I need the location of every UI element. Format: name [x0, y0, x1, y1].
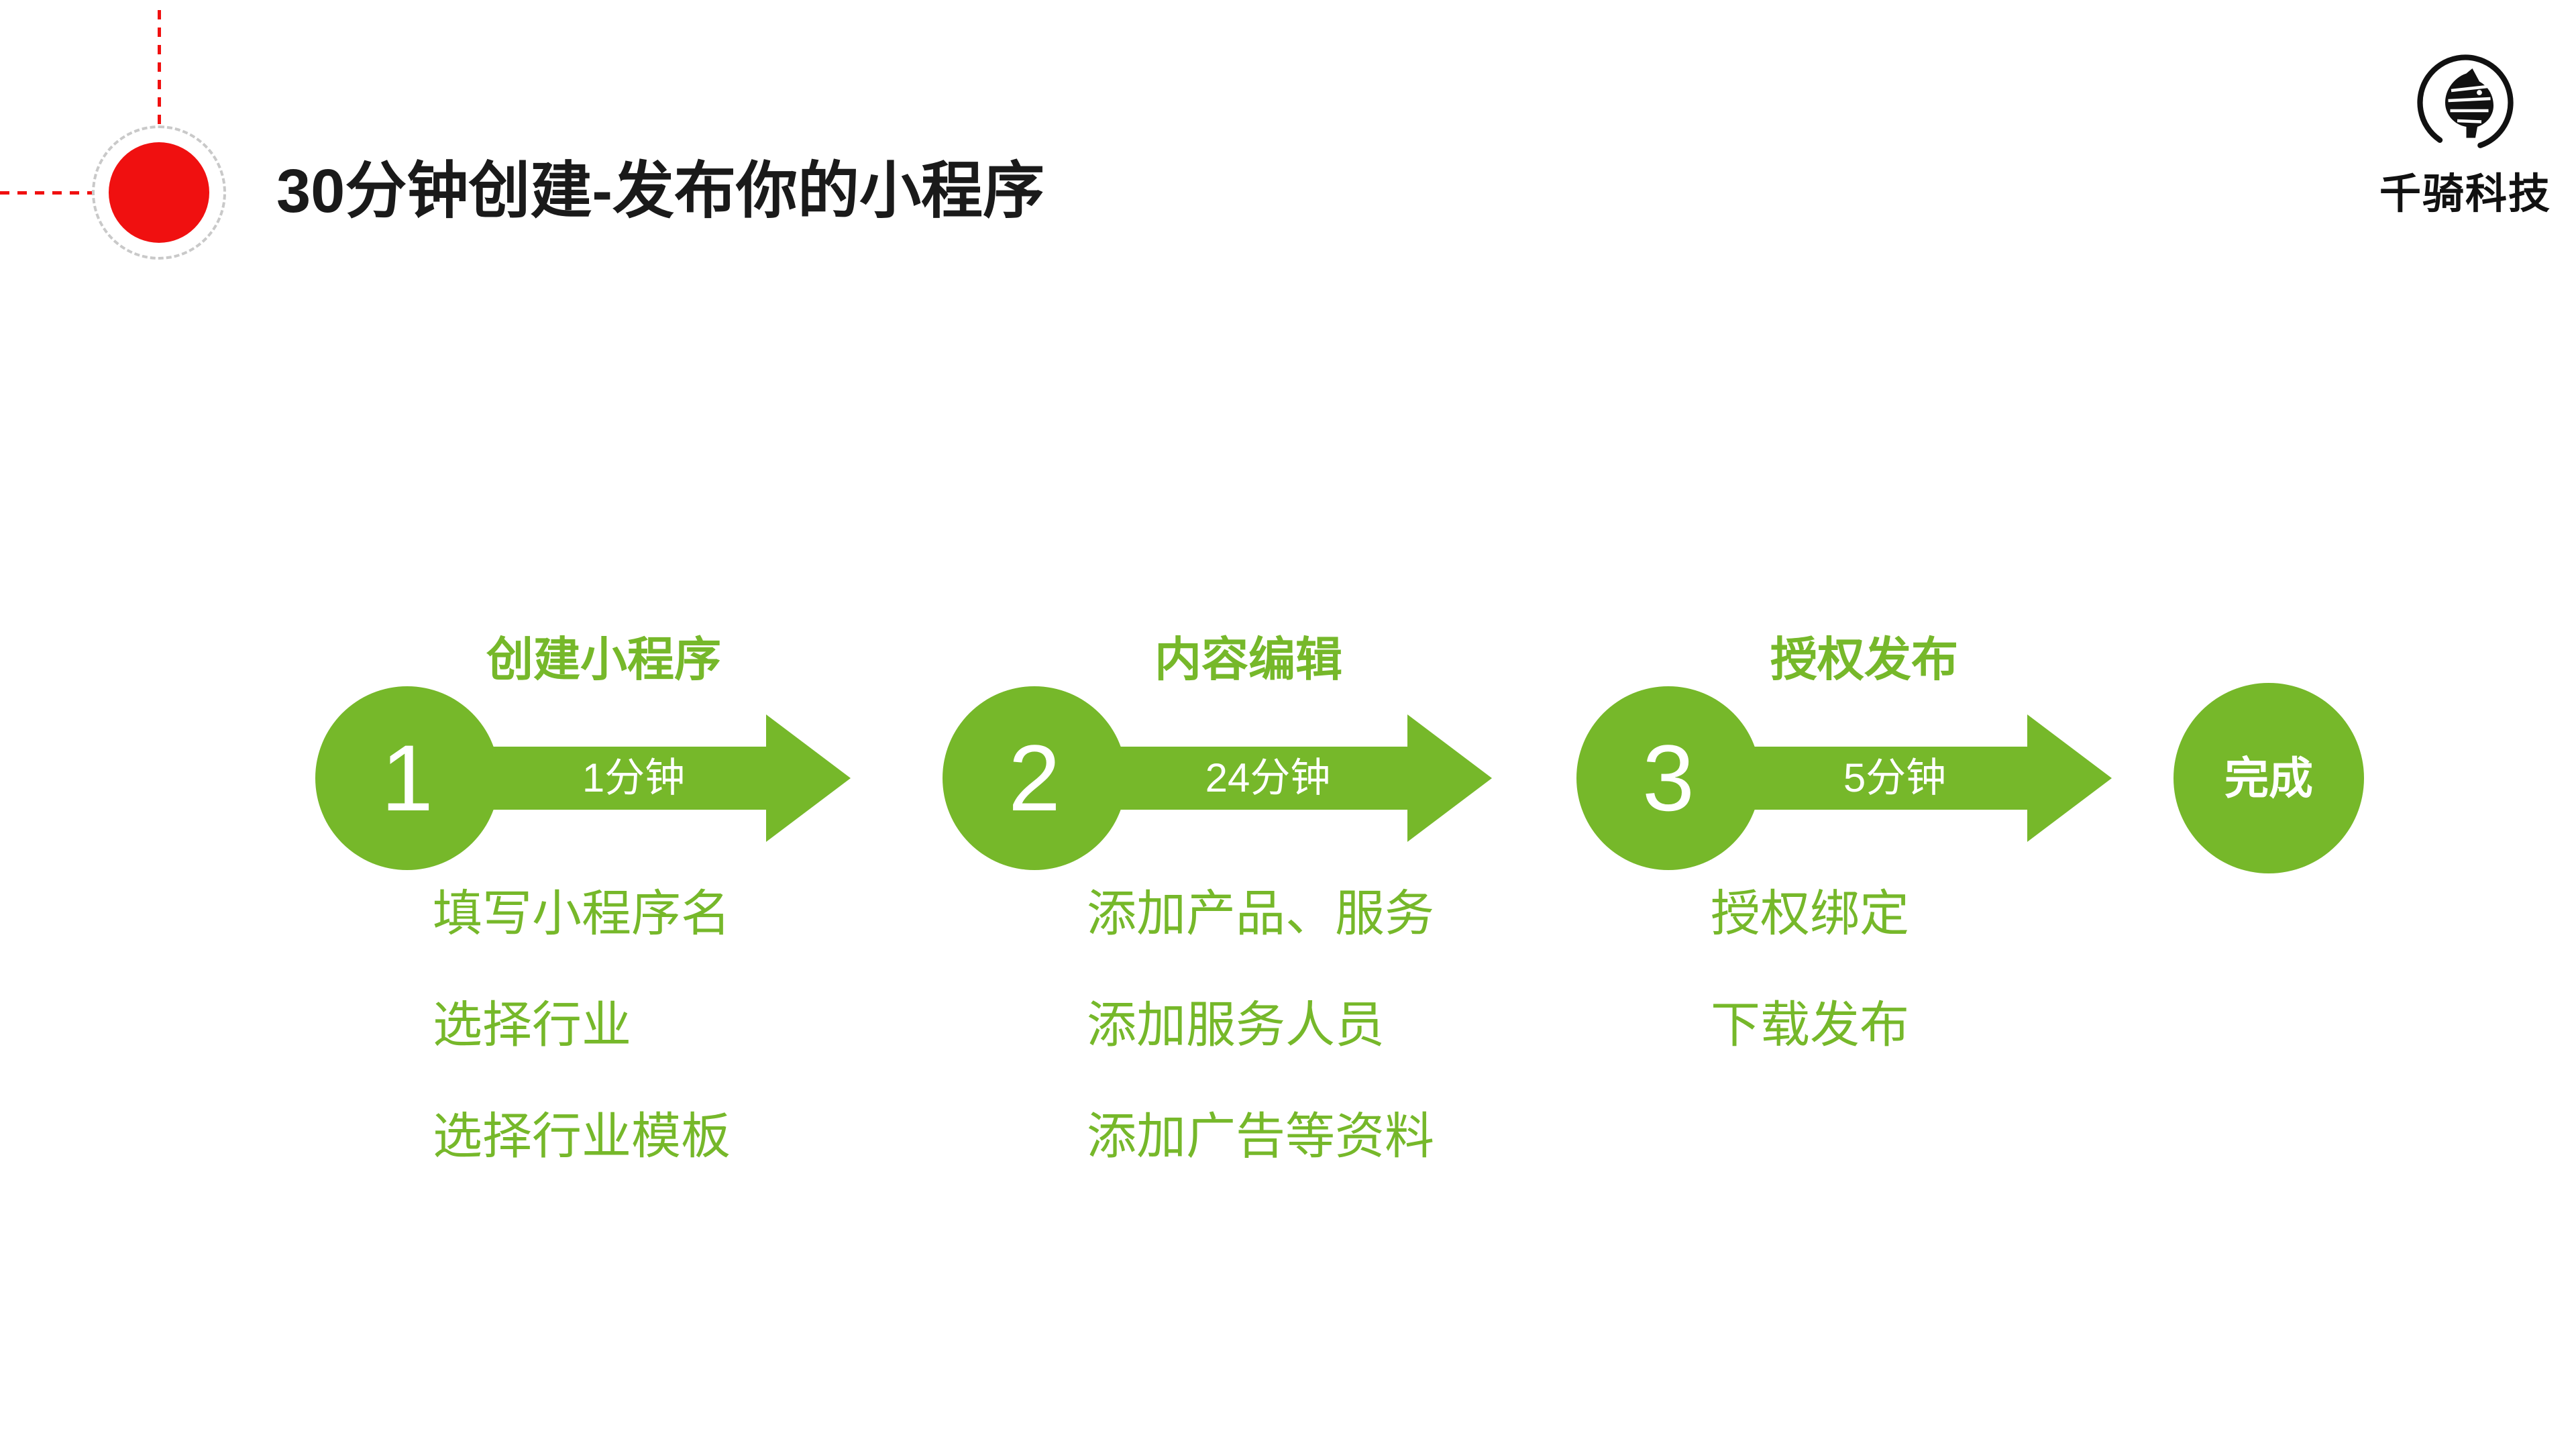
step-duration-2: 24分钟 [1205, 755, 1331, 800]
step-circle-1: 1 [315, 686, 499, 870]
horizontal-dashed-line [0, 191, 94, 195]
step-item: 选择行业模板 [433, 1108, 731, 1164]
company-name: 千骑科技 [2379, 171, 2551, 217]
step-item: 添加产品、服务 [1087, 885, 1434, 941]
step-items-3: 授权绑定 下载发布 [1711, 889, 1909, 1112]
step-header-2: 内容编辑 [1155, 633, 1342, 686]
company-logo: 千骑科技 [2375, 52, 2556, 220]
step-header-1: 创建小程序 [486, 633, 721, 686]
step-item: 下载发布 [1711, 997, 1909, 1053]
zebra-icon [2417, 54, 2514, 151]
red-dot [109, 142, 209, 243]
step-arrow-head-3 [2027, 714, 2112, 842]
vertical-dashed-line [158, 10, 161, 127]
step-number-3: 3 [1642, 725, 1695, 830]
step-item: 添加广告等资料 [1087, 1108, 1434, 1164]
step-number-2: 2 [1008, 725, 1061, 830]
finish-label: 完成 [2224, 753, 2313, 803]
step-arrow-head-1 [766, 714, 851, 842]
step-duration-1: 1分钟 [582, 755, 686, 800]
finish-circle: 完成 [2174, 683, 2364, 873]
step-item: 填写小程序名 [433, 885, 731, 941]
step-duration-3: 5分钟 [1843, 755, 1947, 800]
step-items-1: 填写小程序名 选择行业 选择行业模板 [433, 889, 731, 1223]
step-items-2: 添加产品、服务 添加服务人员 添加广告等资料 [1087, 889, 1434, 1223]
step-item: 选择行业 [433, 997, 631, 1053]
step-item: 添加服务人员 [1087, 997, 1385, 1053]
step-circle-3: 3 [1576, 686, 1760, 870]
step-circle-2: 2 [943, 686, 1126, 870]
step-arrow-head-2 [1407, 714, 1492, 842]
step-item: 授权绑定 [1711, 885, 1909, 941]
page-title: 30分钟创建-发布你的小程序 [276, 157, 1044, 225]
dashed-ring [92, 125, 226, 260]
step-header-3: 授权发布 [1770, 633, 1958, 686]
step-number-1: 1 [381, 725, 433, 830]
